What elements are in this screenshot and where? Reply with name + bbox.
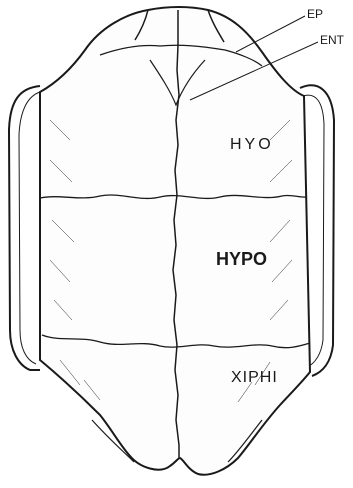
label-xiphi: XIPHI (231, 370, 278, 386)
left-rim (9, 86, 40, 370)
label-hypo: HYPO (216, 250, 267, 268)
label-hyo: HYO (230, 137, 274, 153)
label-ep: EP (307, 8, 323, 20)
label-ent: ENT (320, 34, 344, 46)
left-rim-inner (19, 92, 40, 364)
